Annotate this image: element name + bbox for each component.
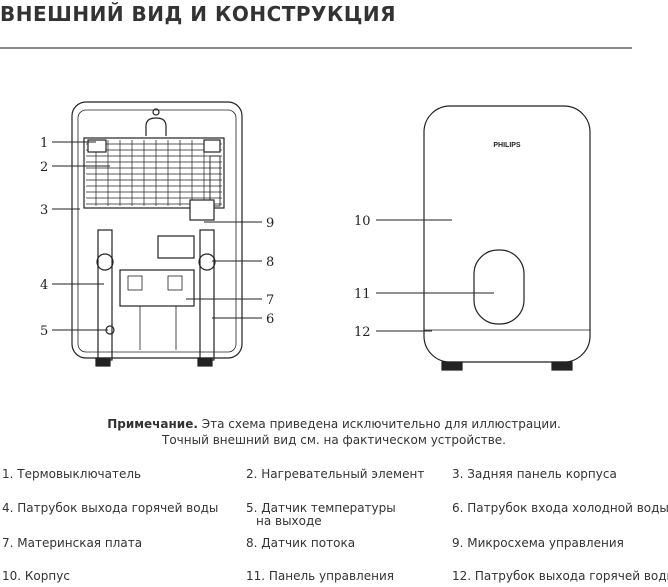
legend-item-4: 4. Патрубок выхода горячей воды <box>2 501 219 515</box>
device-housing <box>423 105 591 363</box>
legend-item-9: 9. Микросхема управления <box>452 536 624 550</box>
callout-3: 3 <box>40 203 48 218</box>
legend-item-10: 10. Корпус <box>2 569 70 583</box>
control-panel <box>473 249 525 325</box>
thermal-switch <box>87 139 107 153</box>
outlet-right <box>551 361 573 371</box>
back-panel-outline <box>71 101 243 359</box>
heating-element <box>83 137 225 209</box>
legend-item-5: 5. Датчик температуры <box>246 501 396 515</box>
callout-6: 6 <box>266 312 274 327</box>
control-chip <box>189 199 215 221</box>
callout-8: 8 <box>266 255 274 270</box>
hot-outlet-pipe <box>97 229 113 361</box>
mainboard-relay-2 <box>167 275 183 291</box>
outlet-left <box>441 361 463 371</box>
top-screw <box>152 108 160 116</box>
legend-item-6: 6. Патрубок входа холодной воды <box>452 501 668 515</box>
hot-outlet-fitting <box>95 357 111 367</box>
thermal-switch-right <box>203 139 221 153</box>
callout-11: 11 <box>354 287 371 302</box>
terminal-block <box>209 155 221 207</box>
flow-sensor-body <box>157 235 195 259</box>
legend-item-8: 8. Датчик потока <box>246 536 356 550</box>
legend-item-11: 11. Панель управления <box>246 569 394 583</box>
note-line-1: Примечание. Эта схема приведена исключит… <box>0 416 668 432</box>
mainboard <box>119 269 195 307</box>
callout-10: 10 <box>354 214 371 229</box>
cold-inlet-fitting <box>197 357 213 367</box>
note-line-2: Точный внешний вид см. на фактическом ус… <box>162 433 506 447</box>
mainboard-bracket <box>139 306 177 350</box>
brand-logo: PHILIPS <box>493 142 521 149</box>
callout-7: 7 <box>266 293 274 308</box>
hot-outlet-nut <box>96 253 114 271</box>
callout-2: 2 <box>40 160 48 175</box>
cold-inlet-pipe <box>199 229 215 361</box>
page-title: ВНЕШНИЙ ВИД И КОНСТРУКЦИЯ <box>0 2 397 26</box>
top-mount <box>145 117 167 136</box>
legend-item-2: 2. Нагревательный элемент <box>246 467 425 481</box>
inner-frame <box>77 109 237 353</box>
title-divider <box>0 47 632 49</box>
note-label: Примечание. <box>107 417 198 431</box>
legend-item-1: 1. Термовыключатель <box>2 467 142 481</box>
callout-1: 1 <box>40 136 48 151</box>
device-diagram: PHILIPS 1 2 3 4 5 6 7 8 9 10 11 12 <box>40 101 591 371</box>
callout-4: 4 <box>40 278 48 293</box>
callout-12: 12 <box>354 325 371 340</box>
callout-9: 9 <box>266 216 274 231</box>
mainboard-relay-1 <box>127 275 143 291</box>
legend-item-12: 12. Патрубок выхода горячей воды <box>452 569 668 583</box>
note-text-1: Эта схема приведена исключительно для ил… <box>201 417 561 431</box>
legend-item-3: 3. Задняя панель корпуса <box>452 467 617 481</box>
flow-sensor <box>198 253 216 271</box>
legend-item-7: 7. Материнская плата <box>2 536 143 550</box>
callout-5: 5 <box>40 324 48 339</box>
legend-item-5-cont: на выходе <box>256 514 322 528</box>
